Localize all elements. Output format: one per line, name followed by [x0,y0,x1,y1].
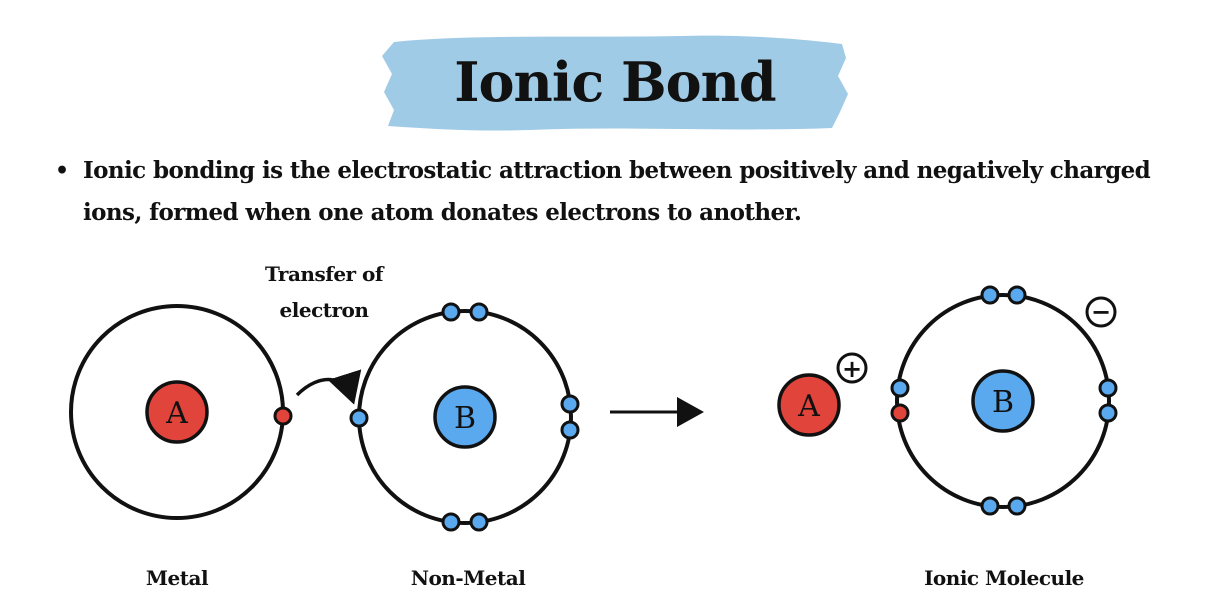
metal-nucleus [145,380,209,444]
nonmetal-label: Non-Metal [410,566,526,590]
page-title: Ionic Bond [454,50,776,114]
cation-nucleus [777,373,841,437]
anion-electron [1098,403,1118,423]
anion: B − [890,285,1118,516]
title-banner: Ionic Bond [380,28,850,136]
metal-atom: A [69,304,293,520]
cation: A + [777,352,868,437]
nonmetal-electron [469,302,489,322]
transfer-arrow [295,369,362,405]
bullet-dot-icon: • [55,158,69,184]
anion-electron [980,285,1000,305]
brush-stroke-background [382,35,848,131]
positive-charge-sign: + [842,355,862,383]
metal-nucleus-label: A [165,396,188,431]
transfer-label-line1: Transfer of [265,262,384,286]
positive-charge-icon [836,352,868,384]
anion-nucleus-label: B [992,385,1014,420]
nonmetal-electron [560,420,580,440]
metal-label: Metal [145,566,209,590]
anion-electron [1007,496,1027,516]
nonmetal-electron [349,408,369,428]
nonmetal-atom: B [349,302,580,532]
anion-electron [1007,285,1027,305]
ionic-molecule-label: Ionic Molecule [924,566,1084,590]
anion-nucleus [971,369,1035,433]
nonmetal-electron [441,512,461,532]
cation-label: A [797,389,820,424]
nonmetal-electron [560,394,580,414]
anion-electron [980,496,1000,516]
transfer-label-line2: electron [279,298,369,322]
negative-charge-icon [1085,296,1117,328]
nonmetal-nucleus [433,385,497,449]
nonmetal-electron [441,302,461,322]
metal-valence-electron [273,406,293,426]
bullet-text: Ionic bonding is the electrostatic attra… [83,157,1151,226]
nonmetal-electron [469,512,489,532]
anion-gained-electron [890,403,910,423]
nonmetal-nucleus-label: B [454,401,476,436]
anion-electron [890,378,910,398]
negative-charge-sign: − [1091,298,1111,326]
transfer-label: Transfer of electron [246,256,402,328]
bullet-point: • Ionic bonding is the electrostatic att… [55,150,1185,234]
anion-electron-shell [895,293,1111,509]
anion-electron [1098,378,1118,398]
